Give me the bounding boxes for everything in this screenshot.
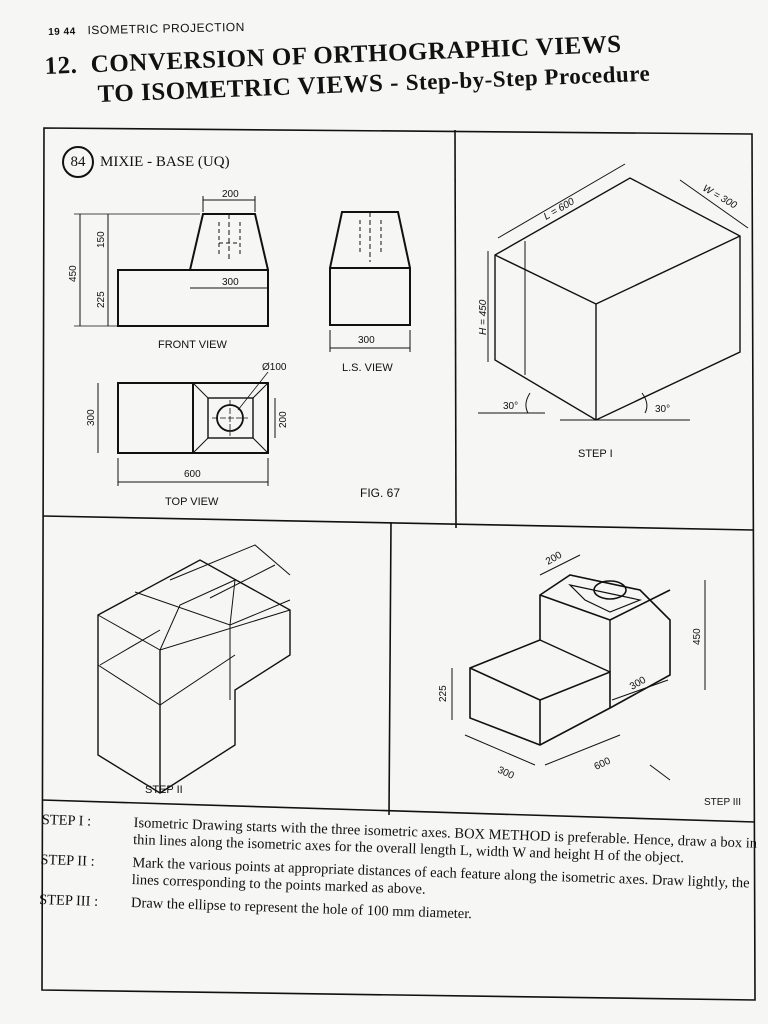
dim-step3-300b: 300 <box>496 765 516 782</box>
dim-top-300: 300 <box>86 409 97 426</box>
top-view-drawing <box>97 371 276 486</box>
dim-front-150: 150 <box>96 231 107 248</box>
dim-front-300: 300 <box>222 277 239 288</box>
angle-left: 30° <box>503 401 518 412</box>
problem-number: 84 <box>62 146 94 178</box>
dim-step3-450: 450 <box>692 628 703 645</box>
grid-divider-horizontal <box>42 515 754 531</box>
grid-divider-vertical-top <box>454 129 457 529</box>
step1-box <box>478 163 749 421</box>
figure-caption: FIG. 67 <box>360 486 400 500</box>
dim-top-600: 600 <box>184 469 201 480</box>
angle-right: 30° <box>655 404 670 415</box>
step3-label: STEP III <box>704 797 741 808</box>
step2-drawing <box>97 544 291 794</box>
step-name: STEP II : <box>40 851 95 870</box>
dim-step1-W: W = 300 <box>701 183 739 212</box>
step-name: STEP III : <box>38 891 99 910</box>
dim-step3-600: 600 <box>593 756 613 773</box>
dim-ls-300: 300 <box>358 335 375 346</box>
dim-step3-225: 225 <box>438 685 449 702</box>
dim-front-200: 200 <box>222 189 239 200</box>
ls-view-label: L.S. VIEW <box>342 362 393 374</box>
problem-heading: 84 MIXIE - BASE (UQ) <box>62 146 230 178</box>
dim-top-200: 200 <box>278 411 289 428</box>
problem-title: MIXIE - BASE (UQ) <box>100 153 230 170</box>
dim-step1-H: H = 450 <box>478 299 489 335</box>
dim-front-450: 450 <box>68 265 79 282</box>
figure-frame <box>41 127 756 1001</box>
dim-step3-300a: 300 <box>628 675 648 693</box>
step1-label: STEP I <box>578 448 613 460</box>
step3-drawing <box>451 554 706 781</box>
dim-hole: Ø100 <box>262 362 287 373</box>
step2-label: STEP II <box>145 784 183 796</box>
front-view-drawing <box>74 196 269 327</box>
step-name: STEP I : <box>41 812 92 830</box>
dim-front-225: 225 <box>96 291 107 308</box>
grid-divider-text <box>41 799 756 823</box>
front-view-label: FRONT VIEW <box>158 339 227 351</box>
grid-divider-vertical-bottom <box>388 521 392 816</box>
ls-view-drawing <box>329 211 411 352</box>
top-view-label: TOP VIEW <box>165 496 219 508</box>
